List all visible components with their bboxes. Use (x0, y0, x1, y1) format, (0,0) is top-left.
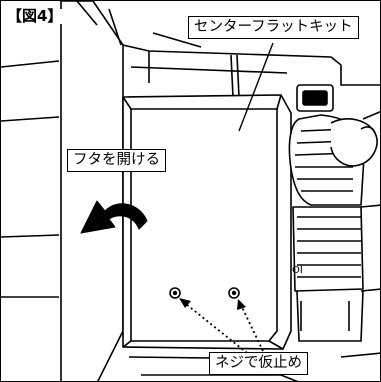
open-lid-label: フタを開ける (67, 149, 166, 172)
console-body (122, 32, 380, 381)
curved-arrow-left-icon (80, 200, 148, 234)
screw-pointer-arrows (180, 299, 264, 354)
center-flat-kit-label: センターフラットキット (188, 16, 359, 39)
svg-text:OI: OI (292, 265, 303, 276)
kit-leader-line (238, 42, 274, 132)
figure-number: 【図4】 (5, 7, 65, 25)
center-flat-kit (122, 94, 292, 360)
screw-left (169, 287, 181, 299)
gear-knob: OI (288, 84, 380, 342)
screw-arrowheads (179, 298, 246, 310)
lid-panel (1, 1, 124, 381)
temporary-screw-label: ネジで仮止め (209, 352, 308, 375)
screw-right (228, 287, 240, 299)
